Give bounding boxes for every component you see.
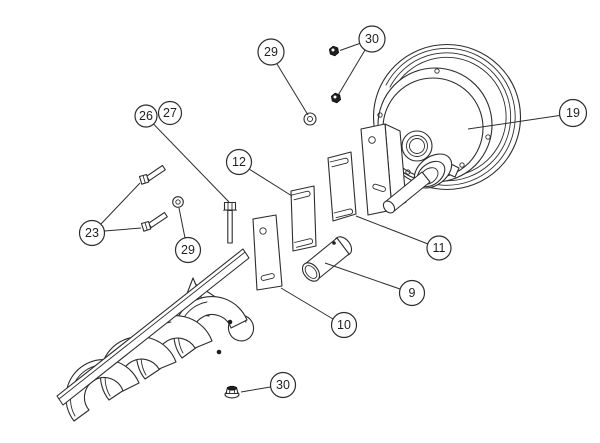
leader-line bbox=[467, 115, 560, 130]
callout-30-bottom: 30 bbox=[240, 371, 297, 399]
pulley-groove bbox=[385, 47, 516, 186]
slotted-plate-11 bbox=[327, 151, 357, 222]
tube-hole bbox=[332, 241, 336, 245]
callout-number: 27 bbox=[163, 106, 177, 120]
callout-23: 23 bbox=[78, 182, 142, 247]
callout-circle bbox=[157, 100, 183, 126]
slotted-plate-10 bbox=[252, 214, 283, 291]
callout-27: 27 bbox=[157, 100, 183, 126]
callout-29-top: 29 bbox=[257, 38, 309, 116]
leader-line bbox=[240, 386, 271, 393]
hex-bolt-long bbox=[223, 201, 237, 244]
callout-number: 11 bbox=[433, 241, 446, 255]
callout-number: 12 bbox=[232, 155, 246, 169]
leader-line bbox=[324, 262, 401, 290]
leader-line bbox=[178, 207, 186, 239]
plate-hole bbox=[259, 227, 267, 235]
spacer-tube bbox=[301, 236, 353, 282]
plate-slot bbox=[294, 238, 313, 248]
callout-number: 19 bbox=[566, 106, 580, 120]
callout-10: 10 bbox=[280, 287, 358, 339]
motor-bracket bbox=[360, 123, 407, 216]
callout-number: 30 bbox=[365, 32, 379, 46]
callout-circle bbox=[225, 148, 253, 176]
callout-number: 10 bbox=[337, 318, 351, 332]
pulley-groove bbox=[389, 52, 512, 182]
callout-30-top: 30 bbox=[338, 25, 386, 95]
callout-number: 9 bbox=[409, 286, 416, 300]
hub-bearing-inner bbox=[406, 135, 428, 157]
hex-nut bbox=[328, 45, 340, 57]
callout-number: 29 bbox=[181, 243, 195, 257]
motor-pulley-assembly bbox=[372, 43, 522, 191]
support-beam bbox=[56, 248, 250, 406]
flat-washer bbox=[172, 196, 184, 208]
face-bolt-hole bbox=[459, 162, 465, 168]
leader-line bbox=[104, 227, 142, 232]
leader-line bbox=[248, 168, 293, 197]
callout-circle bbox=[269, 371, 297, 399]
callout-number: 30 bbox=[276, 378, 290, 392]
leader-line bbox=[153, 123, 230, 203]
slotted-plate-12 bbox=[290, 185, 317, 252]
callout-circle bbox=[78, 219, 106, 247]
leader-line bbox=[100, 182, 141, 225]
callout-number: 23 bbox=[85, 226, 99, 240]
callouts-layer: 29 30 19 26 27 12 23 29 11 9 10 30 bbox=[78, 25, 588, 399]
bracket-hole bbox=[368, 136, 376, 144]
callout-number: 29 bbox=[264, 45, 278, 59]
callout-circle bbox=[398, 279, 426, 307]
callout-11: 11 bbox=[355, 215, 452, 261]
plate-slot bbox=[329, 157, 349, 168]
plate-slot bbox=[333, 208, 353, 219]
bracket-slot bbox=[372, 183, 386, 192]
plate-slot bbox=[260, 273, 275, 281]
leader-line bbox=[280, 287, 334, 320]
face-bolt-hole bbox=[377, 112, 383, 118]
flat-washer bbox=[303, 112, 317, 126]
callout-circle bbox=[174, 236, 202, 264]
face-bolt-hole bbox=[434, 68, 440, 74]
callout-circle bbox=[558, 98, 588, 128]
auger-set-screw bbox=[227, 319, 233, 325]
hex-nut bbox=[330, 92, 342, 104]
callout-9: 9 bbox=[324, 262, 426, 307]
callout-12: 12 bbox=[225, 148, 293, 197]
callout-19: 19 bbox=[467, 98, 588, 130]
callout-circle bbox=[426, 235, 452, 261]
flange-nut bbox=[224, 385, 240, 399]
leader-line bbox=[339, 43, 360, 51]
face-bolt-hole bbox=[405, 169, 411, 175]
plate-slot bbox=[291, 190, 311, 201]
callout-29-mid: 29 bbox=[174, 207, 202, 264]
hex-bolt bbox=[138, 164, 166, 185]
face-bolt-hole bbox=[485, 134, 491, 140]
callout-circle bbox=[134, 104, 158, 128]
leader-line bbox=[355, 215, 429, 245]
auger-assembly bbox=[65, 277, 255, 422]
leader-line bbox=[276, 63, 309, 116]
hub-bearing-bore bbox=[409, 138, 425, 154]
callout-26: 26 bbox=[134, 104, 230, 203]
auger-set-screw bbox=[216, 349, 222, 355]
drive-shaft bbox=[382, 171, 431, 214]
callout-circle bbox=[257, 38, 285, 66]
callout-circle bbox=[358, 25, 386, 53]
pulley-rim bbox=[372, 43, 522, 191]
hex-bolt bbox=[140, 211, 168, 232]
callout-circle bbox=[330, 311, 358, 339]
leader-line bbox=[338, 49, 366, 95]
callout-number: 26 bbox=[139, 109, 153, 123]
